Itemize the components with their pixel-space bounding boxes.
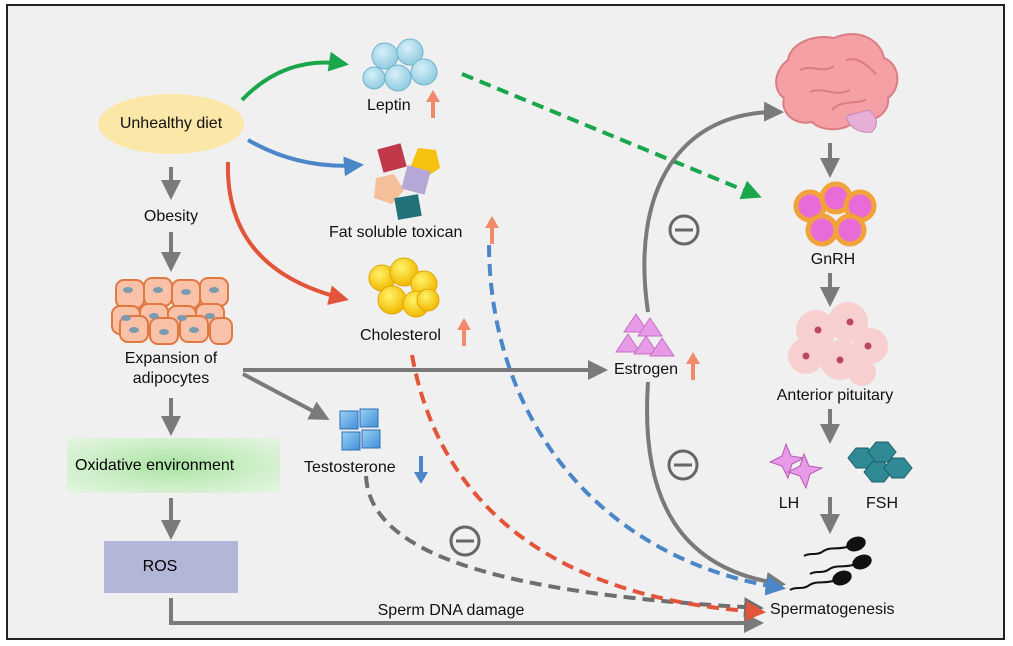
cholesterol-icon [368,257,440,318]
testosterone-icon [339,408,381,451]
estrogen-label: Estrogen [614,361,679,378]
oxidative-environment-label: Oxidative environment [75,456,235,474]
fsh-icon [847,441,913,483]
expansion-label-line1: Expansion of [124,350,218,367]
arrow-estrogen-spermatogenesis [645,381,786,592]
anterior-pituitary-label: Anterior pituitary [776,387,894,404]
spermatogenesis-label: Spermatogenesis [770,601,895,618]
testosterone-label: Testosterone [304,459,396,476]
estrogen-icon [615,313,675,357]
arrow-testosterone-spermatogenesis [364,475,764,618]
unhealthy-diet-label: Unhealthy diet [119,115,223,132]
fsh-label: FSH [866,495,898,512]
arrow-cholesterol-spermatogenesis [410,354,766,622]
testosterone-down-arrow-icon [414,456,428,484]
estrogen-up-arrow-icon [686,352,700,380]
cholesterol-label: Cholesterol [360,327,441,344]
arrow-diet-leptin [240,51,349,102]
arrow-ros-spermatogenesis [169,598,764,633]
inhibit-symbol-estrogen-spermatogenesis [667,449,699,481]
arrow-toxican-spermatogenesis [487,244,786,596]
obesity-label: Obesity [143,208,199,225]
leptin-icon [362,38,438,92]
ros-node: ROS [104,541,238,593]
ros-label: ROS [142,558,178,575]
arrow-diet-toxican [247,138,364,177]
arrow-leptin-gnrh [461,72,762,200]
leptin-up-arrow-icon [426,90,440,118]
lh-label: LH [778,495,800,512]
arrow-estrogen-brain [642,101,784,313]
lh-icon [768,442,824,490]
inhibit-symbol-estrogen-brain [668,214,700,246]
anterior-pituitary-icon [788,302,888,386]
unhealthy-diet-node: Unhealthy diet [98,94,244,154]
toxican-icon [374,143,440,220]
leptin-label: Leptin [367,97,411,114]
adipocytes-icon [111,277,233,345]
sperm-icon [789,536,872,591]
gnrh-label: GnRH [810,251,856,268]
fat-soluble-toxican-label: Fat soluble toxican [329,224,463,241]
toxican-up-arrow-icon [485,216,499,244]
gnrh-icon [793,181,877,247]
sperm-dna-damage-label: Sperm DNA damage [377,602,525,619]
arrow-adipocytes-testosterone [242,372,330,420]
cholesterol-up-arrow-icon [457,318,471,346]
expansion-label-line2: adipocytes [132,370,210,387]
brain-icon [775,33,899,133]
inhibit-symbol-testosterone [449,525,481,557]
arrow-diet-cholesterol [225,161,349,305]
oxidative-environment-node: Oxidative environment [67,438,280,493]
